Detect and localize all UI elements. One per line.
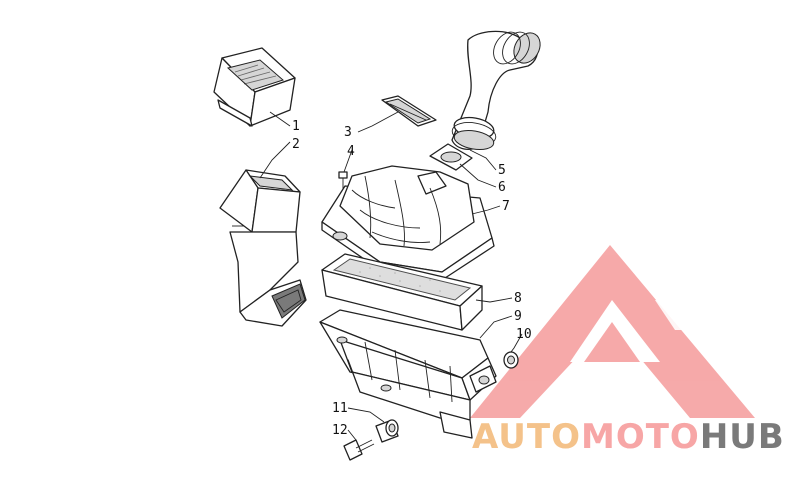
part-12-bolt: [343, 439, 375, 461]
callout-2: 2: [292, 137, 300, 152]
part-7-airbox-cover: [321, 165, 495, 281]
callout-11: 11: [332, 401, 348, 416]
watermark-logo: [470, 245, 755, 418]
part-2-intake-duct: [219, 169, 307, 327]
callout-10: 10: [516, 327, 532, 342]
watermark-moto: MOTO: [581, 417, 700, 457]
callout-7: 7: [502, 199, 510, 214]
part-6-flange: [429, 143, 473, 171]
callout-labels: 1 2 3 4 5 6 7 8 9 10 11 12: [292, 119, 532, 438]
callout-5: 5: [498, 163, 506, 178]
callout-3: 3: [344, 125, 352, 140]
callout-6: 6: [498, 180, 506, 195]
watermark-triangle-cut: [655, 300, 720, 330]
callout-4: 4: [347, 144, 355, 159]
part-5-intake-hose: [451, 30, 541, 151]
callout-9: 9: [514, 309, 522, 324]
part-8-filter-element: [321, 253, 483, 331]
part-1-grille-cap: [213, 47, 296, 127]
leader-lines: [259, 111, 523, 441]
part-10-grommet: [503, 351, 519, 369]
watermark-triangle-outer: [470, 245, 755, 418]
watermark-triangle-notch: [584, 322, 640, 362]
part-9-airbox-housing: [319, 309, 497, 439]
part-11-bushing: [375, 419, 399, 443]
callout-1: 1: [292, 119, 300, 134]
part-3-decal: [381, 95, 437, 127]
watermark-hub: HUB: [700, 417, 785, 457]
watermark-auto: AUTO: [472, 417, 581, 457]
watermark-wordmark: AUTOMOTOHUB: [472, 417, 785, 457]
callout-12: 12: [332, 423, 348, 438]
svg-text:AUTOMOTOHUB: AUTOMOTOHUB: [472, 417, 785, 457]
callout-8: 8: [514, 291, 522, 306]
